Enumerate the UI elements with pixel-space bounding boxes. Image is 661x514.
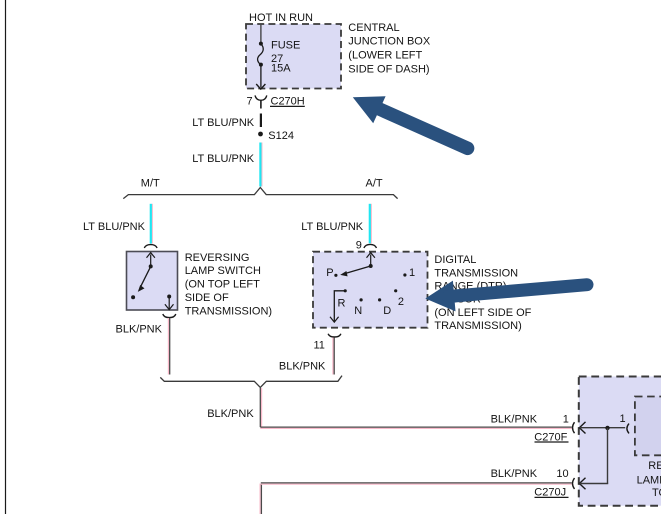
svg-text:(LOWER LEFT: (LOWER LEFT [348,50,422,62]
svg-text:JUNCTION BOX: JUNCTION BOX [348,36,431,48]
svg-text:C270H: C270H [271,96,305,108]
svg-text:HOT IN RUN: HOT IN RUN [249,12,313,24]
svg-text:REVERSING: REVERSING [648,460,661,472]
svg-text:LT BLU/PNK: LT BLU/PNK [192,153,255,165]
svg-text:15A: 15A [271,63,291,75]
svg-text:A/T: A/T [366,178,383,190]
svg-text:TOP: TOP [652,487,661,499]
svg-text:(ON TOP LEFT: (ON TOP LEFT [185,279,260,291]
svg-text:7: 7 [247,96,253,108]
svg-text:1: 1 [563,414,569,426]
svg-text:9: 9 [356,240,362,252]
svg-text:LT BLU/PNK: LT BLU/PNK [83,221,146,233]
svg-text:(ON LEFT SIDE OF: (ON LEFT SIDE OF [434,307,531,319]
svg-text:LT BLU/PNK: LT BLU/PNK [301,221,364,233]
svg-text:BLK/PNK: BLK/PNK [279,360,326,372]
svg-text:SIDE OF: SIDE OF [185,292,229,304]
svg-text:BLK/PNK: BLK/PNK [491,468,538,480]
svg-text:1: 1 [409,267,415,279]
svg-text:D: D [383,305,391,317]
svg-text:C270J: C270J [534,487,566,499]
svg-text:1: 1 [620,413,626,425]
svg-text:C270F: C270F [534,431,567,443]
svg-text:TRANSMISSION): TRANSMISSION) [185,305,272,317]
svg-text:BLK/PNK: BLK/PNK [207,408,254,420]
svg-text:CENTRAL: CENTRAL [348,22,399,34]
svg-text:REVERSING: REVERSING [185,252,250,264]
svg-text:S124: S124 [268,130,294,142]
svg-text:2: 2 [398,296,404,308]
svg-text:TRANSMISSION: TRANSMISSION [434,267,518,279]
svg-text:10: 10 [556,468,568,480]
svg-text:FUSE: FUSE [271,40,300,52]
svg-text:DIGITAL: DIGITAL [434,254,476,266]
svg-text:R: R [338,298,346,310]
svg-text:SIDE OF DASH): SIDE OF DASH) [348,64,429,76]
svg-text:TRANSMISSION): TRANSMISSION) [434,320,521,332]
svg-text:BLK/PNK: BLK/PNK [491,413,538,425]
svg-text:N: N [354,305,362,317]
svg-text:LT BLU/PNK: LT BLU/PNK [192,117,255,129]
svg-text:M/T: M/T [141,178,160,190]
svg-text:P: P [326,267,333,279]
svg-text:11: 11 [314,339,325,351]
svg-text:BLK/PNK: BLK/PNK [116,324,163,336]
svg-text:LAMP SWITCH: LAMP SWITCH [185,265,261,277]
svg-text:27: 27 [271,53,283,65]
